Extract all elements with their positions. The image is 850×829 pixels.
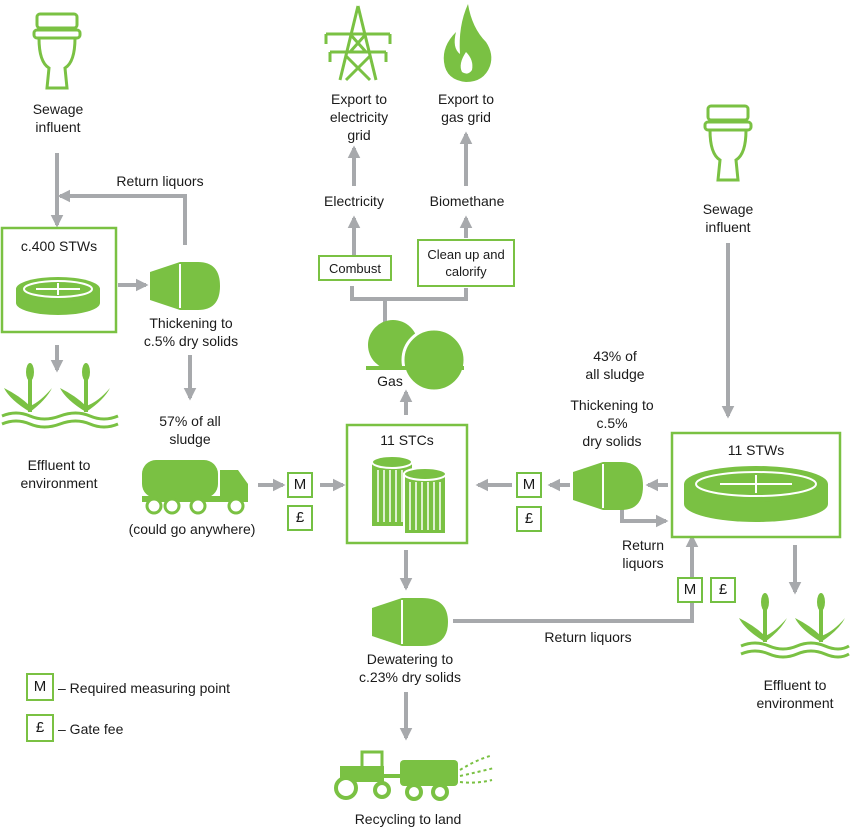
left-effluent-label: Effluent to environment (20, 457, 98, 491)
stc-title: 11 STCs (380, 432, 434, 448)
gas-label: Gas (377, 373, 403, 389)
electricity-label: Electricity (324, 193, 384, 209)
arrow-return-liquors-left (57, 189, 187, 245)
export-gas-label: Export to gas grid (437, 91, 495, 125)
center-return-liquors-label: Return liquors (544, 629, 632, 645)
right-return-liquors-label: Return liquors (621, 537, 665, 571)
dewatering-label: Dewatering to c.23% dry solids (359, 651, 461, 685)
left-stw-title: c.400 STWs (20, 238, 98, 254)
fee-badge-right: £ (516, 506, 542, 532)
thickener-cone-icon (150, 262, 220, 310)
digester-tanks-icon (371, 455, 447, 535)
right-stw-title: 11 STWs (727, 442, 785, 458)
left-thickening-label: Thickening to c.5% dry solids (143, 315, 239, 349)
connector-gas-to-processes (350, 286, 387, 323)
left-share-label: 57% of all sludge (159, 413, 221, 447)
legend-fee-box (26, 714, 54, 742)
legend-measure-symbol: M (33, 678, 47, 695)
arrow-dewatering-return-liquors (453, 534, 699, 623)
pylon-icon (324, 5, 392, 82)
flow-arrows (50, 131, 802, 741)
right-thickening-label: Thickening to c.5% dry solids (570, 397, 654, 449)
thickener-cone-icon (573, 462, 643, 510)
biomethane-label: Biomethane (429, 193, 505, 209)
fee-badge-return: £ (710, 577, 736, 603)
right-effluent-label: Effluent to environment (756, 677, 834, 711)
flame-icon (443, 4, 492, 82)
right-share-label: 43% of all sludge (585, 348, 645, 382)
reed-bed-icon (1, 363, 119, 429)
toilet-icon (703, 104, 753, 182)
toilet-icon (32, 12, 82, 90)
tractor-icon (334, 750, 495, 801)
recycling-label: Recycling to land (354, 811, 462, 827)
combust-label: Combust (328, 261, 382, 276)
legend-fee-text: – Gate fee (58, 721, 124, 737)
circular-tank-icon (16, 277, 100, 315)
circular-tank-icon (684, 466, 828, 522)
fee-badge-left: £ (287, 505, 313, 531)
reed-bed-icon (739, 593, 850, 659)
tanker-label: (could go anywhere) (128, 521, 256, 537)
legend-measure-text: – Required measuring point (58, 680, 230, 696)
left-influent-label: Sewage influent (32, 101, 84, 135)
cleanup-box (417, 239, 515, 287)
left-return-liquors-label: Return liquors (116, 173, 204, 189)
export-electricity-label: Export to electricity grid (329, 91, 389, 143)
connector-gas-to-cleanup (385, 288, 468, 301)
cleanup-label: Clean up and calorify (427, 247, 505, 279)
measure-badge-return: M (677, 577, 703, 603)
right-influent-label: Sewage influent (702, 201, 754, 235)
measure-badge-right: M (516, 472, 542, 498)
tanker-truck-icon (142, 460, 248, 515)
combust-box (318, 255, 392, 281)
measure-badge-left: M (287, 472, 313, 498)
thickener-cone-icon (372, 598, 448, 646)
legend-measure-box (26, 673, 54, 701)
legend-fee-symbol: £ (35, 719, 45, 736)
gas-holder-icon (366, 320, 467, 393)
